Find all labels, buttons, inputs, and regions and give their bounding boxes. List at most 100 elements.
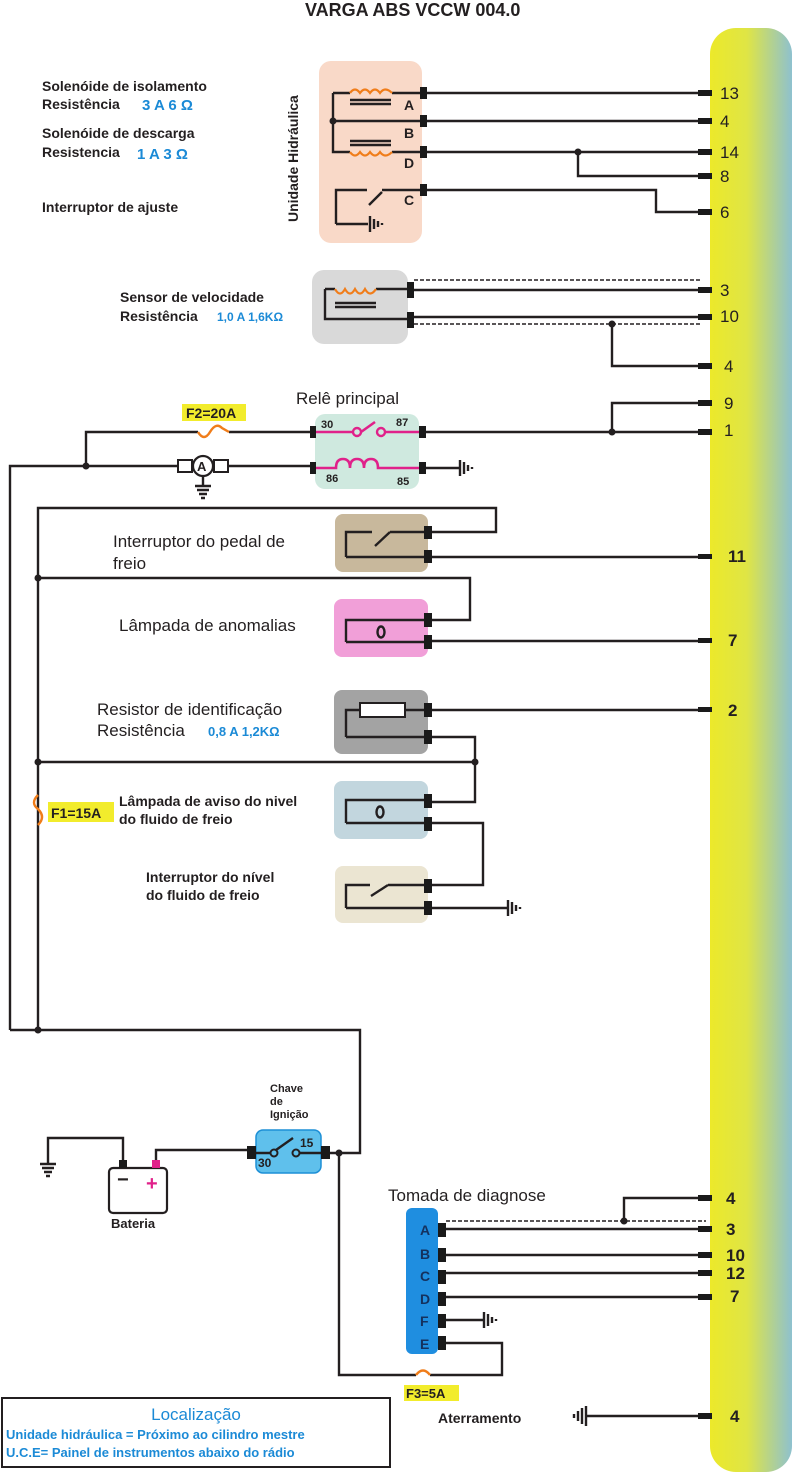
ecu-connector-bar xyxy=(710,28,792,1472)
ground-icon xyxy=(195,476,211,500)
ammeter: A xyxy=(177,454,229,500)
fuse-f3-label: F3=5A xyxy=(406,1386,446,1401)
lamp-icon xyxy=(375,805,385,819)
ecu-pin-10: 10 xyxy=(726,1246,745,1265)
diagnostic-socket: Tomada de diagnose A B C D F E xyxy=(388,1186,546,1354)
ground-icon xyxy=(368,216,384,232)
ecu-pin-stubs xyxy=(698,90,712,1419)
location-line-2: U.C.E= Painel de instrumentos abaixo do … xyxy=(6,1445,295,1460)
isolation-resistance-label: Resistência xyxy=(42,96,120,112)
fluid-level-switch-box xyxy=(335,866,428,923)
fluid-warning-lamp-label-1: Lâmpada de aviso do nivel xyxy=(119,793,297,809)
ammeter-symbol: A xyxy=(197,459,207,474)
isolation-solenoid-label: Solenóide de isolamento xyxy=(42,78,207,94)
ecu-pin-7: 7 xyxy=(728,631,737,650)
speed-sensor-resistance-label: Resistência xyxy=(120,308,198,324)
speed-sensor-coil-icon xyxy=(334,286,377,295)
terminal-a-label: A xyxy=(404,97,414,113)
resistor-icon xyxy=(359,702,406,718)
ecu-pin-4: 4 xyxy=(720,112,729,131)
ignition-label-2: de xyxy=(270,1096,283,1108)
ground-icon xyxy=(40,1136,125,1178)
brake-switch-icon xyxy=(344,530,428,559)
ecu-pin-14: 14 xyxy=(720,143,739,162)
ecu-pin-3: 3 xyxy=(720,281,729,300)
terminal-d-label: D xyxy=(404,155,414,171)
fluid-level-switch-label-2: do fluido de freio xyxy=(146,887,260,903)
main-relay: Relê principal 30 87 86 85 xyxy=(296,389,426,489)
ecu-pin-labels: 13 4 14 8 6 3 10 4 9 1 11 7 2 4 3 10 12 … xyxy=(720,84,746,1426)
ground-icon xyxy=(432,900,522,916)
relay-terminal-30: 30 xyxy=(321,419,333,431)
brake-pedal-switch-label-2: freio xyxy=(113,554,146,573)
diag-pin-b: B xyxy=(420,1246,430,1262)
fuse-f3-label-bg xyxy=(404,1385,459,1401)
fuse-f2-icon xyxy=(196,424,230,439)
diagnostic-socket-box xyxy=(406,1208,438,1354)
diagram-title: VARGA ABS VCCW 004.0 xyxy=(305,0,520,20)
ecu-pin-4: 4 xyxy=(730,1407,740,1426)
fluid-level-switch-label-1: Interruptor do nível xyxy=(146,869,274,885)
fuse-f3-icon xyxy=(415,1369,431,1376)
location-box: Localização Unidade hidráulica = Próximo… xyxy=(1,1397,391,1468)
diag-pin-f: F xyxy=(420,1313,429,1329)
brake-pedal-switch-label-1: Interruptor do pedal de xyxy=(113,532,285,551)
fuse-f2-label: F2=20A xyxy=(186,405,236,421)
battery-label: Bateria xyxy=(111,1216,156,1231)
fuse-f1-label: F1=15A xyxy=(51,805,101,821)
ignition-terminal-30: 30 xyxy=(258,1156,272,1170)
fault-lamp xyxy=(334,599,432,657)
fault-lamp-label: Lâmpada de anomalias xyxy=(119,616,296,635)
main-relay-label: Relê principal xyxy=(296,389,399,408)
ecu-pin-4: 4 xyxy=(724,357,733,376)
ecu-pin-9: 9 xyxy=(724,394,733,413)
relay-terminal-87: 87 xyxy=(396,417,408,429)
discharge-resistance-value: 1 A 3 Ω xyxy=(137,146,188,163)
relay-terminal-86: 86 xyxy=(326,473,338,485)
fluid-warning-lamp-label-2: do fluido de freio xyxy=(119,811,233,827)
speed-sensor-label: Sensor de velocidade xyxy=(120,289,264,305)
diag-pin-e: E xyxy=(420,1336,429,1352)
adjust-switch-icon xyxy=(334,188,425,226)
relay-contact-icon xyxy=(313,420,425,434)
hydraulic-unit-label: Unidade Hidráulica xyxy=(285,95,301,222)
diag-pin-c: C xyxy=(420,1268,430,1284)
fuse-f2-label-bg xyxy=(182,404,246,421)
ignition-label-3: Ignição xyxy=(270,1109,309,1121)
fault-lamp-box xyxy=(334,599,428,657)
ignition-label-1: Chave xyxy=(270,1083,303,1095)
location-line-1: Unidade hidráulica = Próximo ao cilindro… xyxy=(6,1427,305,1442)
diag-pin-d: D xyxy=(420,1291,430,1307)
battery: − + Bateria xyxy=(40,1136,169,1231)
battery-icon xyxy=(107,1166,169,1215)
relay-ground-icon xyxy=(426,460,474,476)
id-resistor-resistance-label: Resistência xyxy=(97,721,185,740)
fluid-switch-icon xyxy=(344,883,428,910)
discharge-solenoid-coil-icon xyxy=(349,150,393,157)
id-resistor-label: Resistor de identificação xyxy=(97,700,282,719)
id-resistor xyxy=(334,690,432,754)
ignition-switch: Chave de Ignição 30 15 xyxy=(247,1083,330,1174)
ground-label: Aterramento xyxy=(438,1410,521,1426)
ecu-pin-7: 7 xyxy=(730,1287,739,1306)
ecu-pin-13: 13 xyxy=(720,84,739,103)
terminal-c-label: C xyxy=(404,192,414,208)
ecu-pin-3: 3 xyxy=(726,1220,735,1239)
fuse-f1-icon xyxy=(32,794,44,826)
fuse-f1-label-bg xyxy=(48,802,114,822)
ecu-pin-6: 6 xyxy=(720,203,729,222)
battery-plus: + xyxy=(146,1173,158,1195)
relay-coil-icon xyxy=(313,457,425,470)
isolation-resistance-value: 3 A 6 Ω xyxy=(142,97,193,114)
relay-terminal-85: 85 xyxy=(397,476,409,488)
ecu-pin-2: 2 xyxy=(728,701,737,720)
id-resistor-resistance-value: 0,8 A 1,2KΩ xyxy=(208,724,280,739)
ecu-pin-4: 4 xyxy=(726,1189,736,1208)
location-title: Localização xyxy=(151,1405,241,1424)
ignition-terminal-15: 15 xyxy=(300,1136,314,1150)
discharge-solenoid-label: Solenóide de descarga xyxy=(42,125,195,141)
brake-pedal-switch-box xyxy=(335,514,428,572)
ecu-pin-12: 12 xyxy=(726,1264,745,1283)
speed-sensor-resistance-value: 1,0 A 1,6KΩ xyxy=(217,310,283,324)
